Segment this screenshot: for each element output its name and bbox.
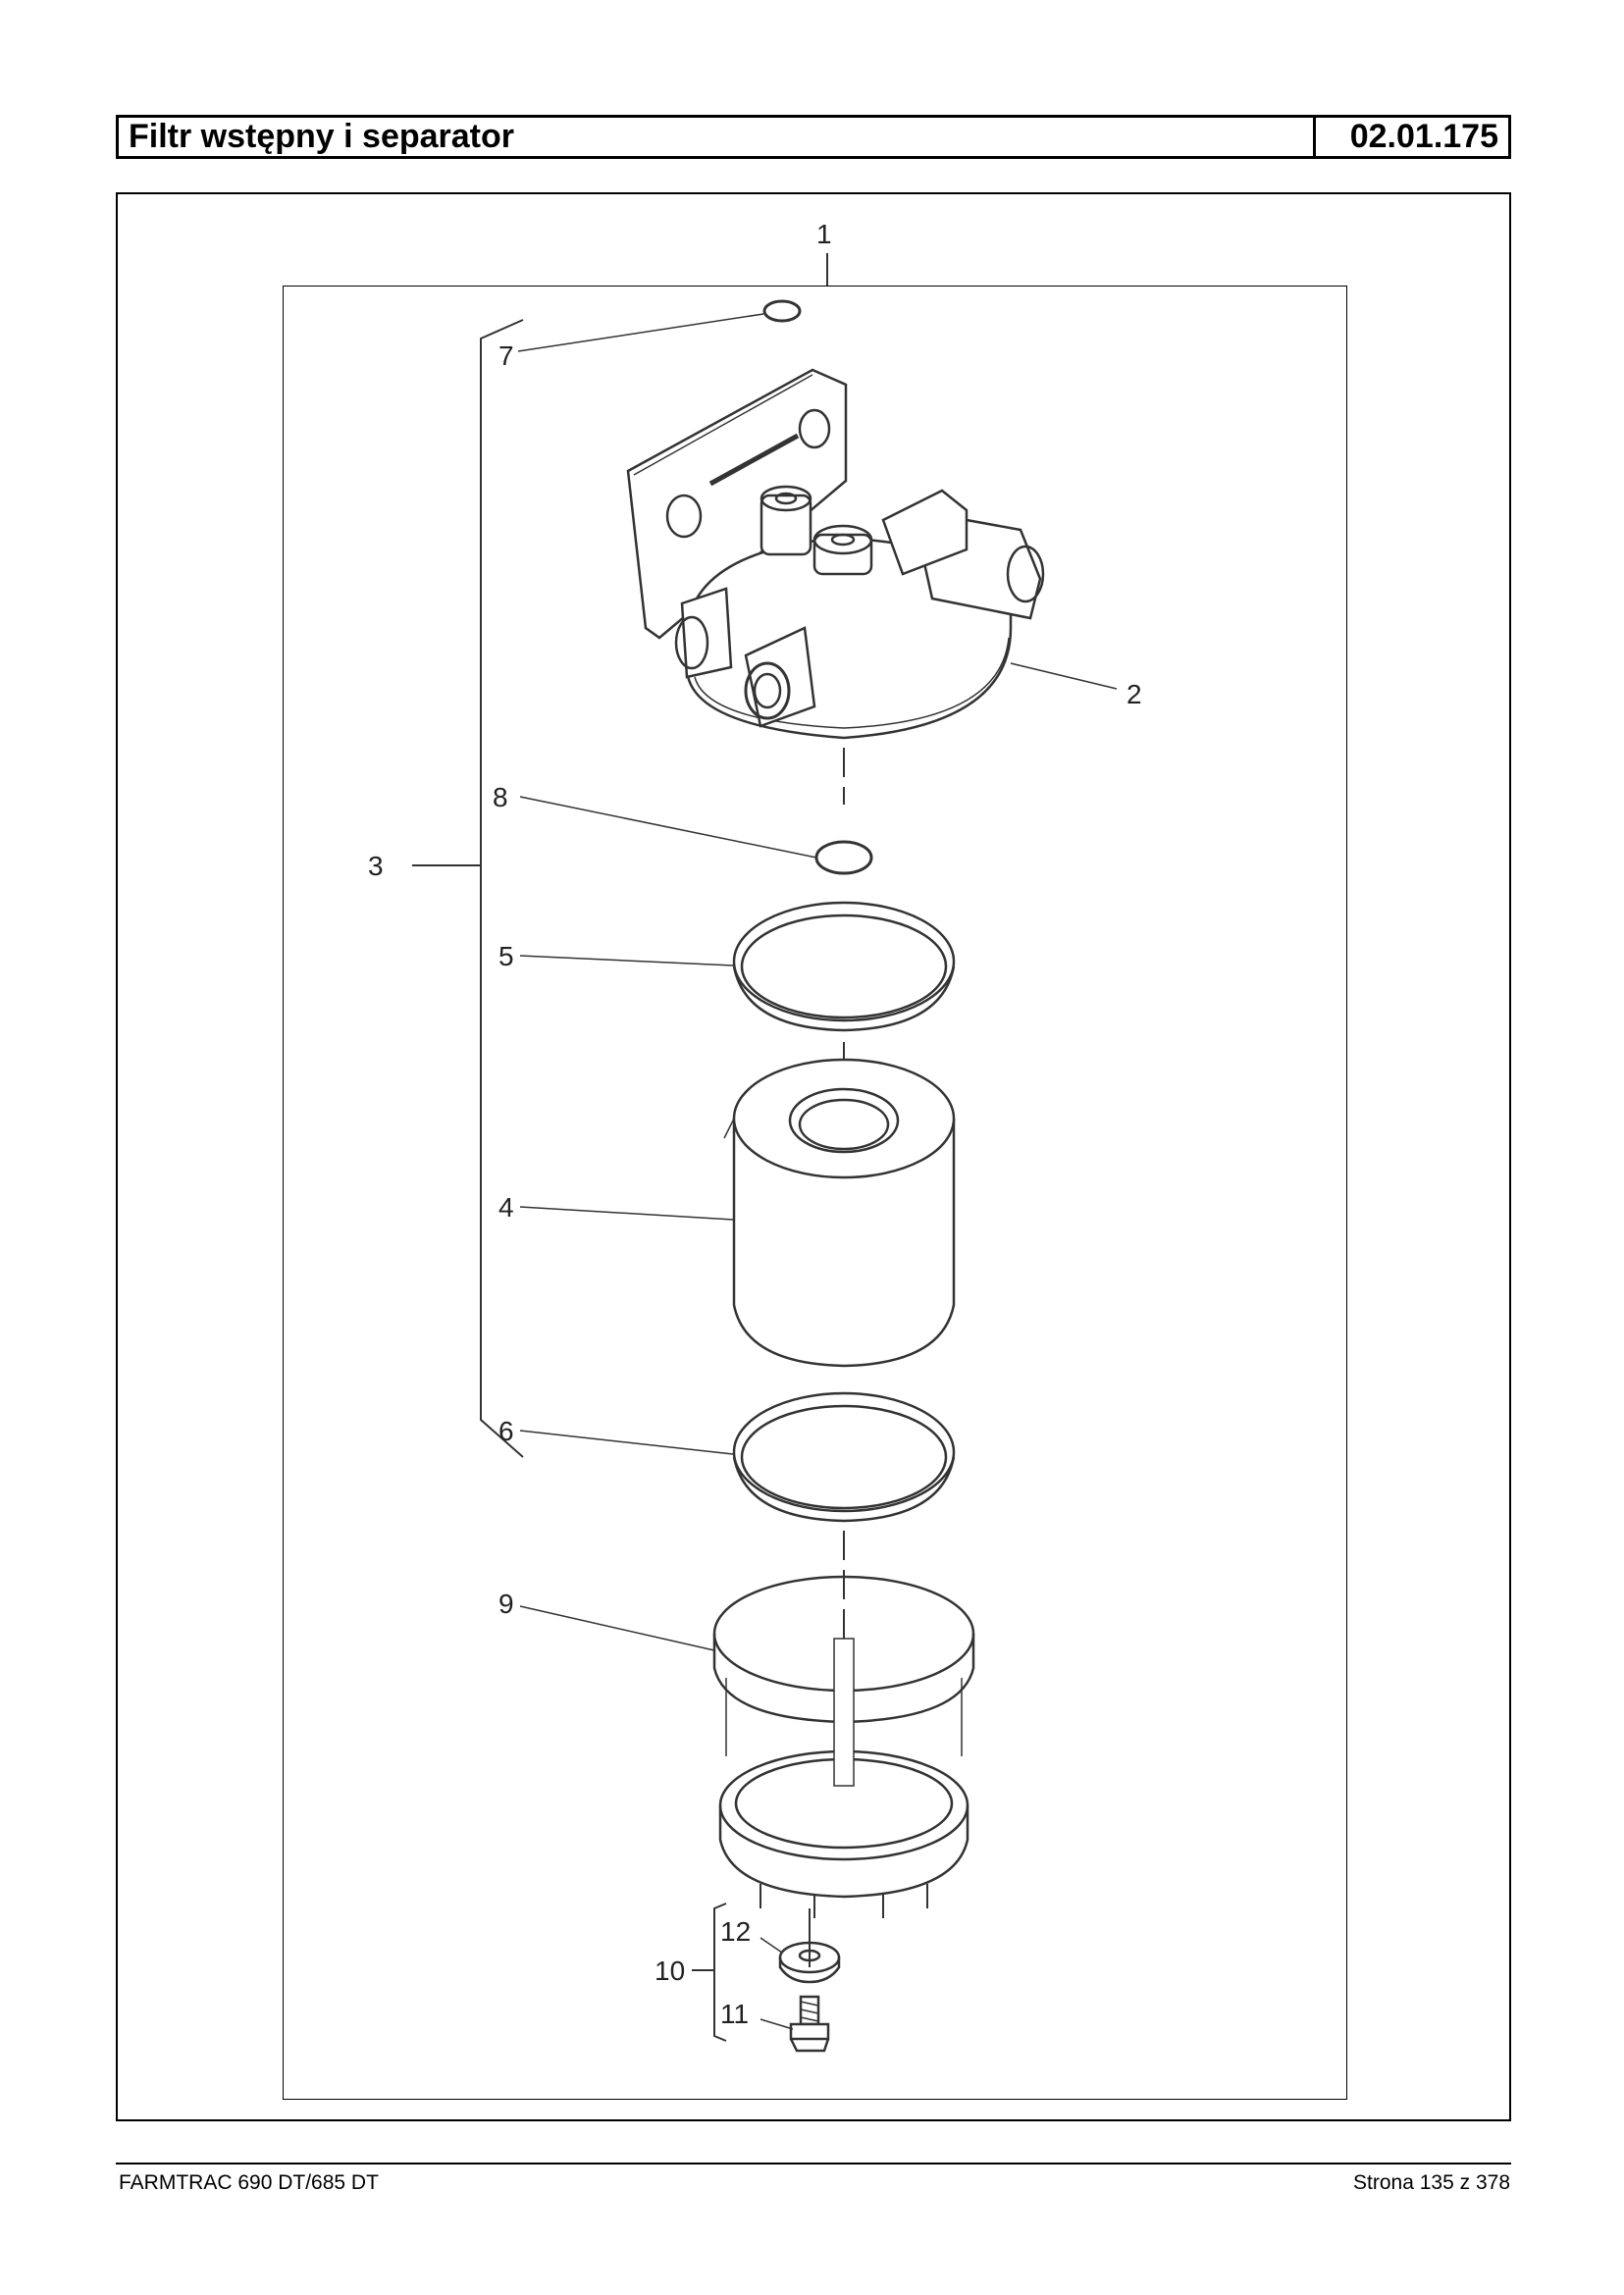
diagram-frame [116, 192, 1511, 2121]
leader-4 [519, 1206, 734, 1221]
gasket-6 [732, 1391, 956, 1523]
footer-model: FARMTRAC 690 DT/685 DT [119, 2171, 379, 2194]
callout-11: 11 [720, 1999, 749, 2029]
callout-9: 9 [498, 1589, 514, 1619]
callout-5: 5 [498, 941, 514, 971]
callout-4: 4 [498, 1192, 514, 1223]
leader-6 [519, 1430, 734, 1455]
washer-12 [778, 1941, 841, 1984]
callout-8: 8 [493, 782, 508, 812]
callout-12: 12 [720, 1916, 751, 1947]
callout-2: 2 [1126, 679, 1142, 709]
footer-rule [116, 2163, 1511, 2165]
callout-3: 3 [368, 851, 384, 881]
bracket-10 [713, 1903, 727, 2042]
page-header: Filtr wstępny i separator 02.01.175 [116, 115, 1511, 159]
footer-page-number: Strona 135 z 378 [1353, 2171, 1510, 2194]
callout-1: 1 [816, 219, 832, 249]
leader-12 [760, 1937, 783, 1954]
gasket-5 [732, 901, 956, 1032]
leader-5 [519, 955, 734, 966]
leader-2 [1010, 662, 1118, 690]
oring-7 [762, 299, 802, 323]
section-code: 02.01.175 [1349, 118, 1498, 155]
leader-7 [517, 313, 764, 352]
leader-8 [519, 796, 817, 859]
leader-11 [760, 2018, 794, 2030]
drain-screw-11 [789, 1995, 830, 2053]
leader-9 [519, 1605, 715, 1651]
callout-7: 7 [498, 340, 514, 371]
page-title: Filtr wstępny i separator [119, 118, 1316, 156]
filter-cartridge-4 [723, 1058, 956, 1368]
callout-10: 10 [655, 1956, 685, 1986]
oring-8 [814, 840, 873, 875]
bracket-3 [480, 319, 524, 1458]
diagram-inner-frame [283, 286, 1347, 2100]
sediment-bowl-9 [712, 1575, 975, 1918]
filter-head-2 [626, 368, 1045, 740]
callout-6: 6 [498, 1416, 514, 1446]
